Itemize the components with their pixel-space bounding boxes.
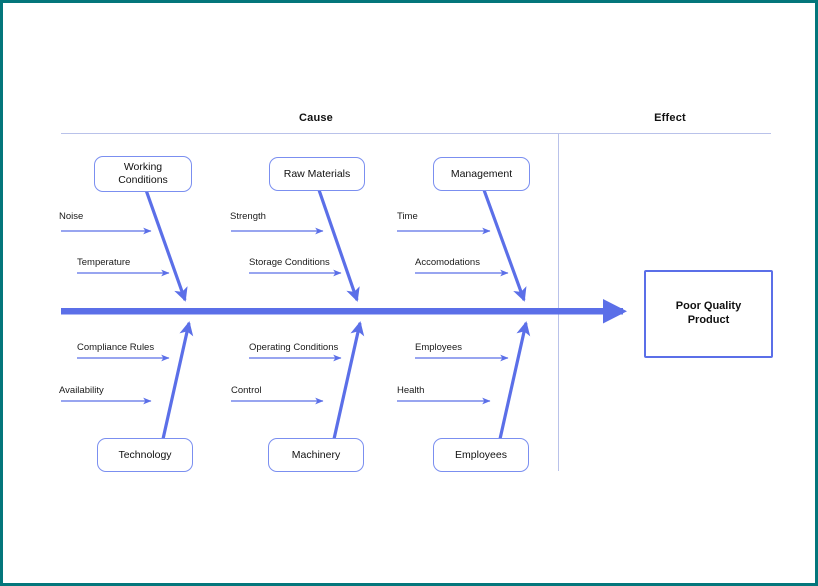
sub-cause-label-strength: Strength [230, 211, 266, 222]
sub-cause-label-employees: Employees [415, 342, 462, 353]
bone-machinery [332, 321, 365, 440]
bone-raw-materials [317, 189, 360, 302]
sub-cause-label-health: Health [397, 385, 425, 396]
category-box-machinery[interactable]: Machinery [268, 438, 364, 472]
category-box-management[interactable]: Management [433, 157, 530, 191]
sub-cause-label-availability: Availability [59, 385, 104, 396]
sub-cause-label-control: Control [231, 385, 262, 396]
section-header-effect: Effect [654, 112, 686, 124]
section-header-cause: Cause [298, 112, 334, 124]
effect-box-poor-quality-product[interactable]: Poor Quality Product [644, 270, 773, 358]
category-box-employees[interactable]: Employees [433, 438, 529, 472]
category-box-technology[interactable]: Technology [97, 438, 193, 472]
sub-cause-label-accomodations: Accomodations [415, 257, 480, 268]
sub-cause-label-time: Time [397, 211, 418, 222]
bone-technology [161, 321, 194, 440]
sub-cause-label-operating-conditions: Operating Conditions [249, 342, 339, 353]
category-box-raw-materials[interactable]: Raw Materials [269, 157, 365, 191]
bone-employees [498, 321, 531, 440]
bone-management [482, 189, 527, 302]
sub-cause-label-temperature: Temperature [77, 257, 131, 268]
category-box-working-conditions[interactable]: Working Conditions [94, 156, 192, 192]
main-spine-arrow [61, 299, 627, 324]
bone-working-conditions [144, 189, 188, 302]
sub-cause-label-compliance-rules: Compliance Rules [77, 342, 155, 353]
sub-cause-label-storage-conditions: Storage Conditions [249, 257, 330, 268]
diagram-vector-layer [61, 133, 771, 471]
sub-cause-label-noise: Noise [59, 211, 84, 222]
